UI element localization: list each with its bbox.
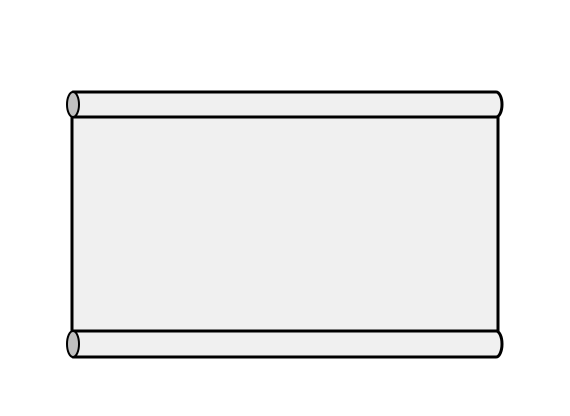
bottom-roller-tube [71, 329, 504, 359]
top-roller-tube [71, 90, 504, 119]
top-roller [66, 90, 504, 119]
top-roller-cap [66, 91, 80, 118]
bottom-roller-cap [66, 330, 80, 358]
bottom-roller [66, 329, 504, 359]
scroll-body [70, 115, 500, 333]
